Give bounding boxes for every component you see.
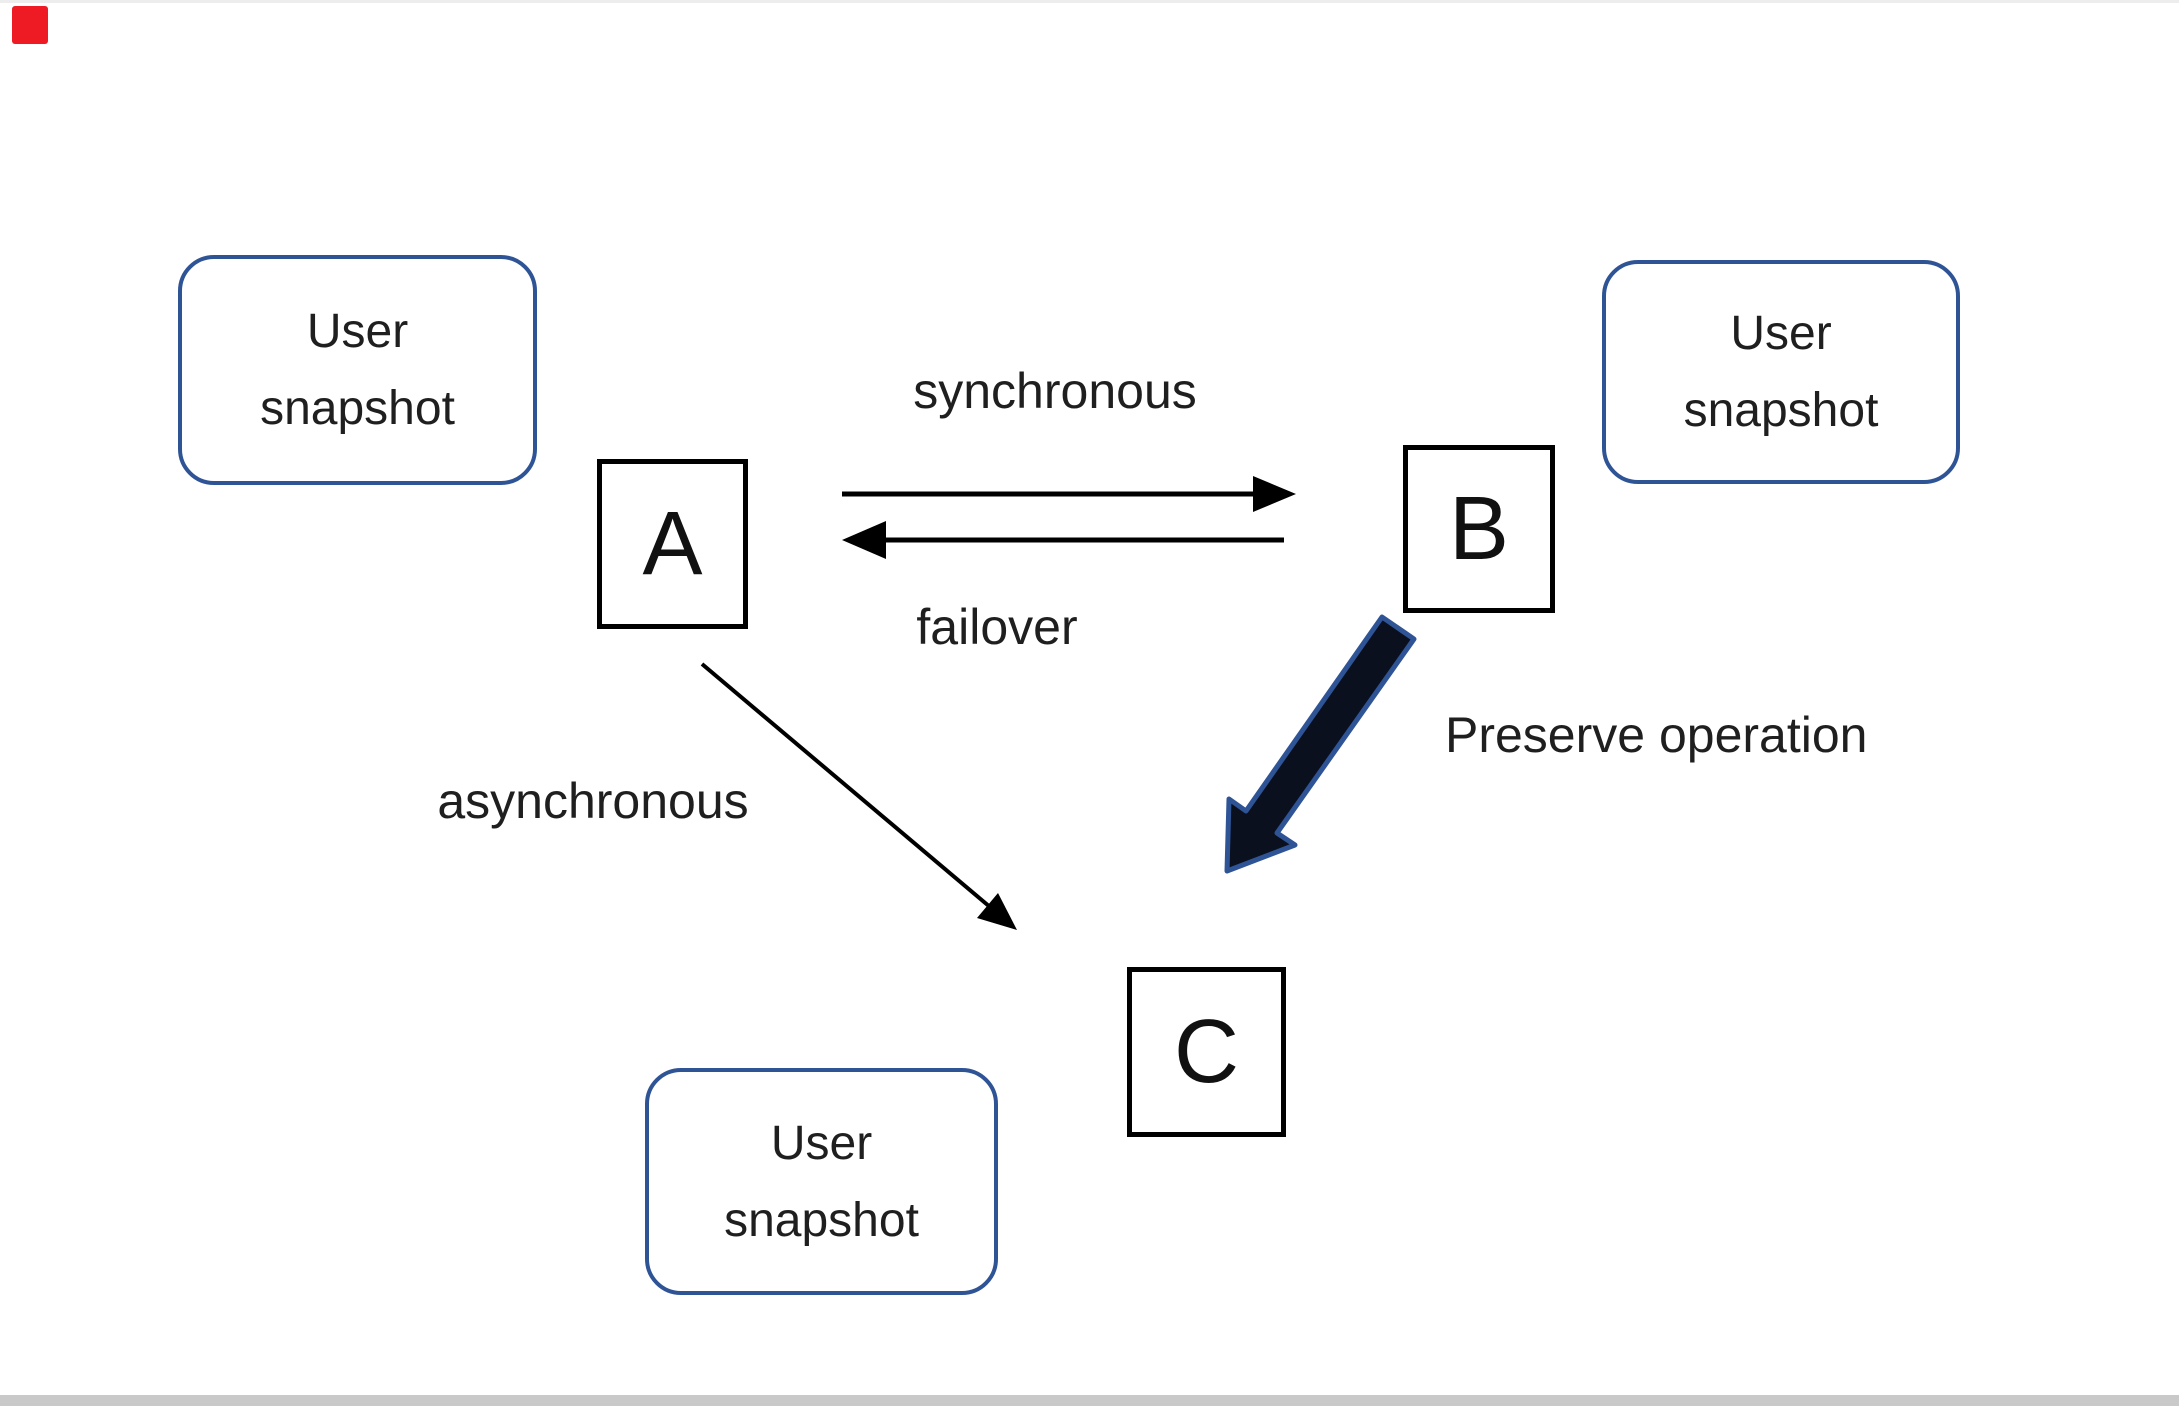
node-box-c: C <box>1127 967 1286 1137</box>
edge-label-failover: failover <box>916 599 1078 655</box>
snapshot-label-line2: snapshot <box>1683 384 1879 437</box>
preserve-operation-arrow <box>1224 614 1417 874</box>
node-box-b: B <box>1403 445 1555 613</box>
user-snapshot-box-top-left: User snapshot <box>178 255 537 485</box>
node-label-a: A <box>642 493 703 594</box>
snapshot-label-line1: User <box>770 1116 873 1170</box>
edge-label-synchronous: synchronous <box>913 363 1197 419</box>
node-label-b: B <box>1448 478 1510 579</box>
asynchronous-arrow <box>700 662 1017 930</box>
snapshot-label-line2: snapshot <box>724 1193 919 1247</box>
edge-label-preserve-operation: Preserve operation <box>1445 707 1868 763</box>
node-label-c: C <box>1174 1001 1239 1102</box>
snapshot-label-line2: snapshot <box>260 382 455 435</box>
snapshot-label-line1: User <box>306 305 409 358</box>
edge-label-asynchronous: asynchronous <box>437 773 749 829</box>
bottom-edge-band <box>0 1395 2179 1406</box>
synchronous-arrow <box>842 476 1296 512</box>
red-capture-marker <box>12 6 48 44</box>
top-edge-line <box>0 0 2179 3</box>
failover-arrow <box>842 521 1284 559</box>
user-snapshot-box-top-right: User snapshot <box>1602 260 1960 484</box>
node-box-a: A <box>597 459 748 629</box>
snapshot-label-line1: User <box>1730 307 1832 360</box>
user-snapshot-box-bottom: User snapshot <box>645 1068 998 1295</box>
